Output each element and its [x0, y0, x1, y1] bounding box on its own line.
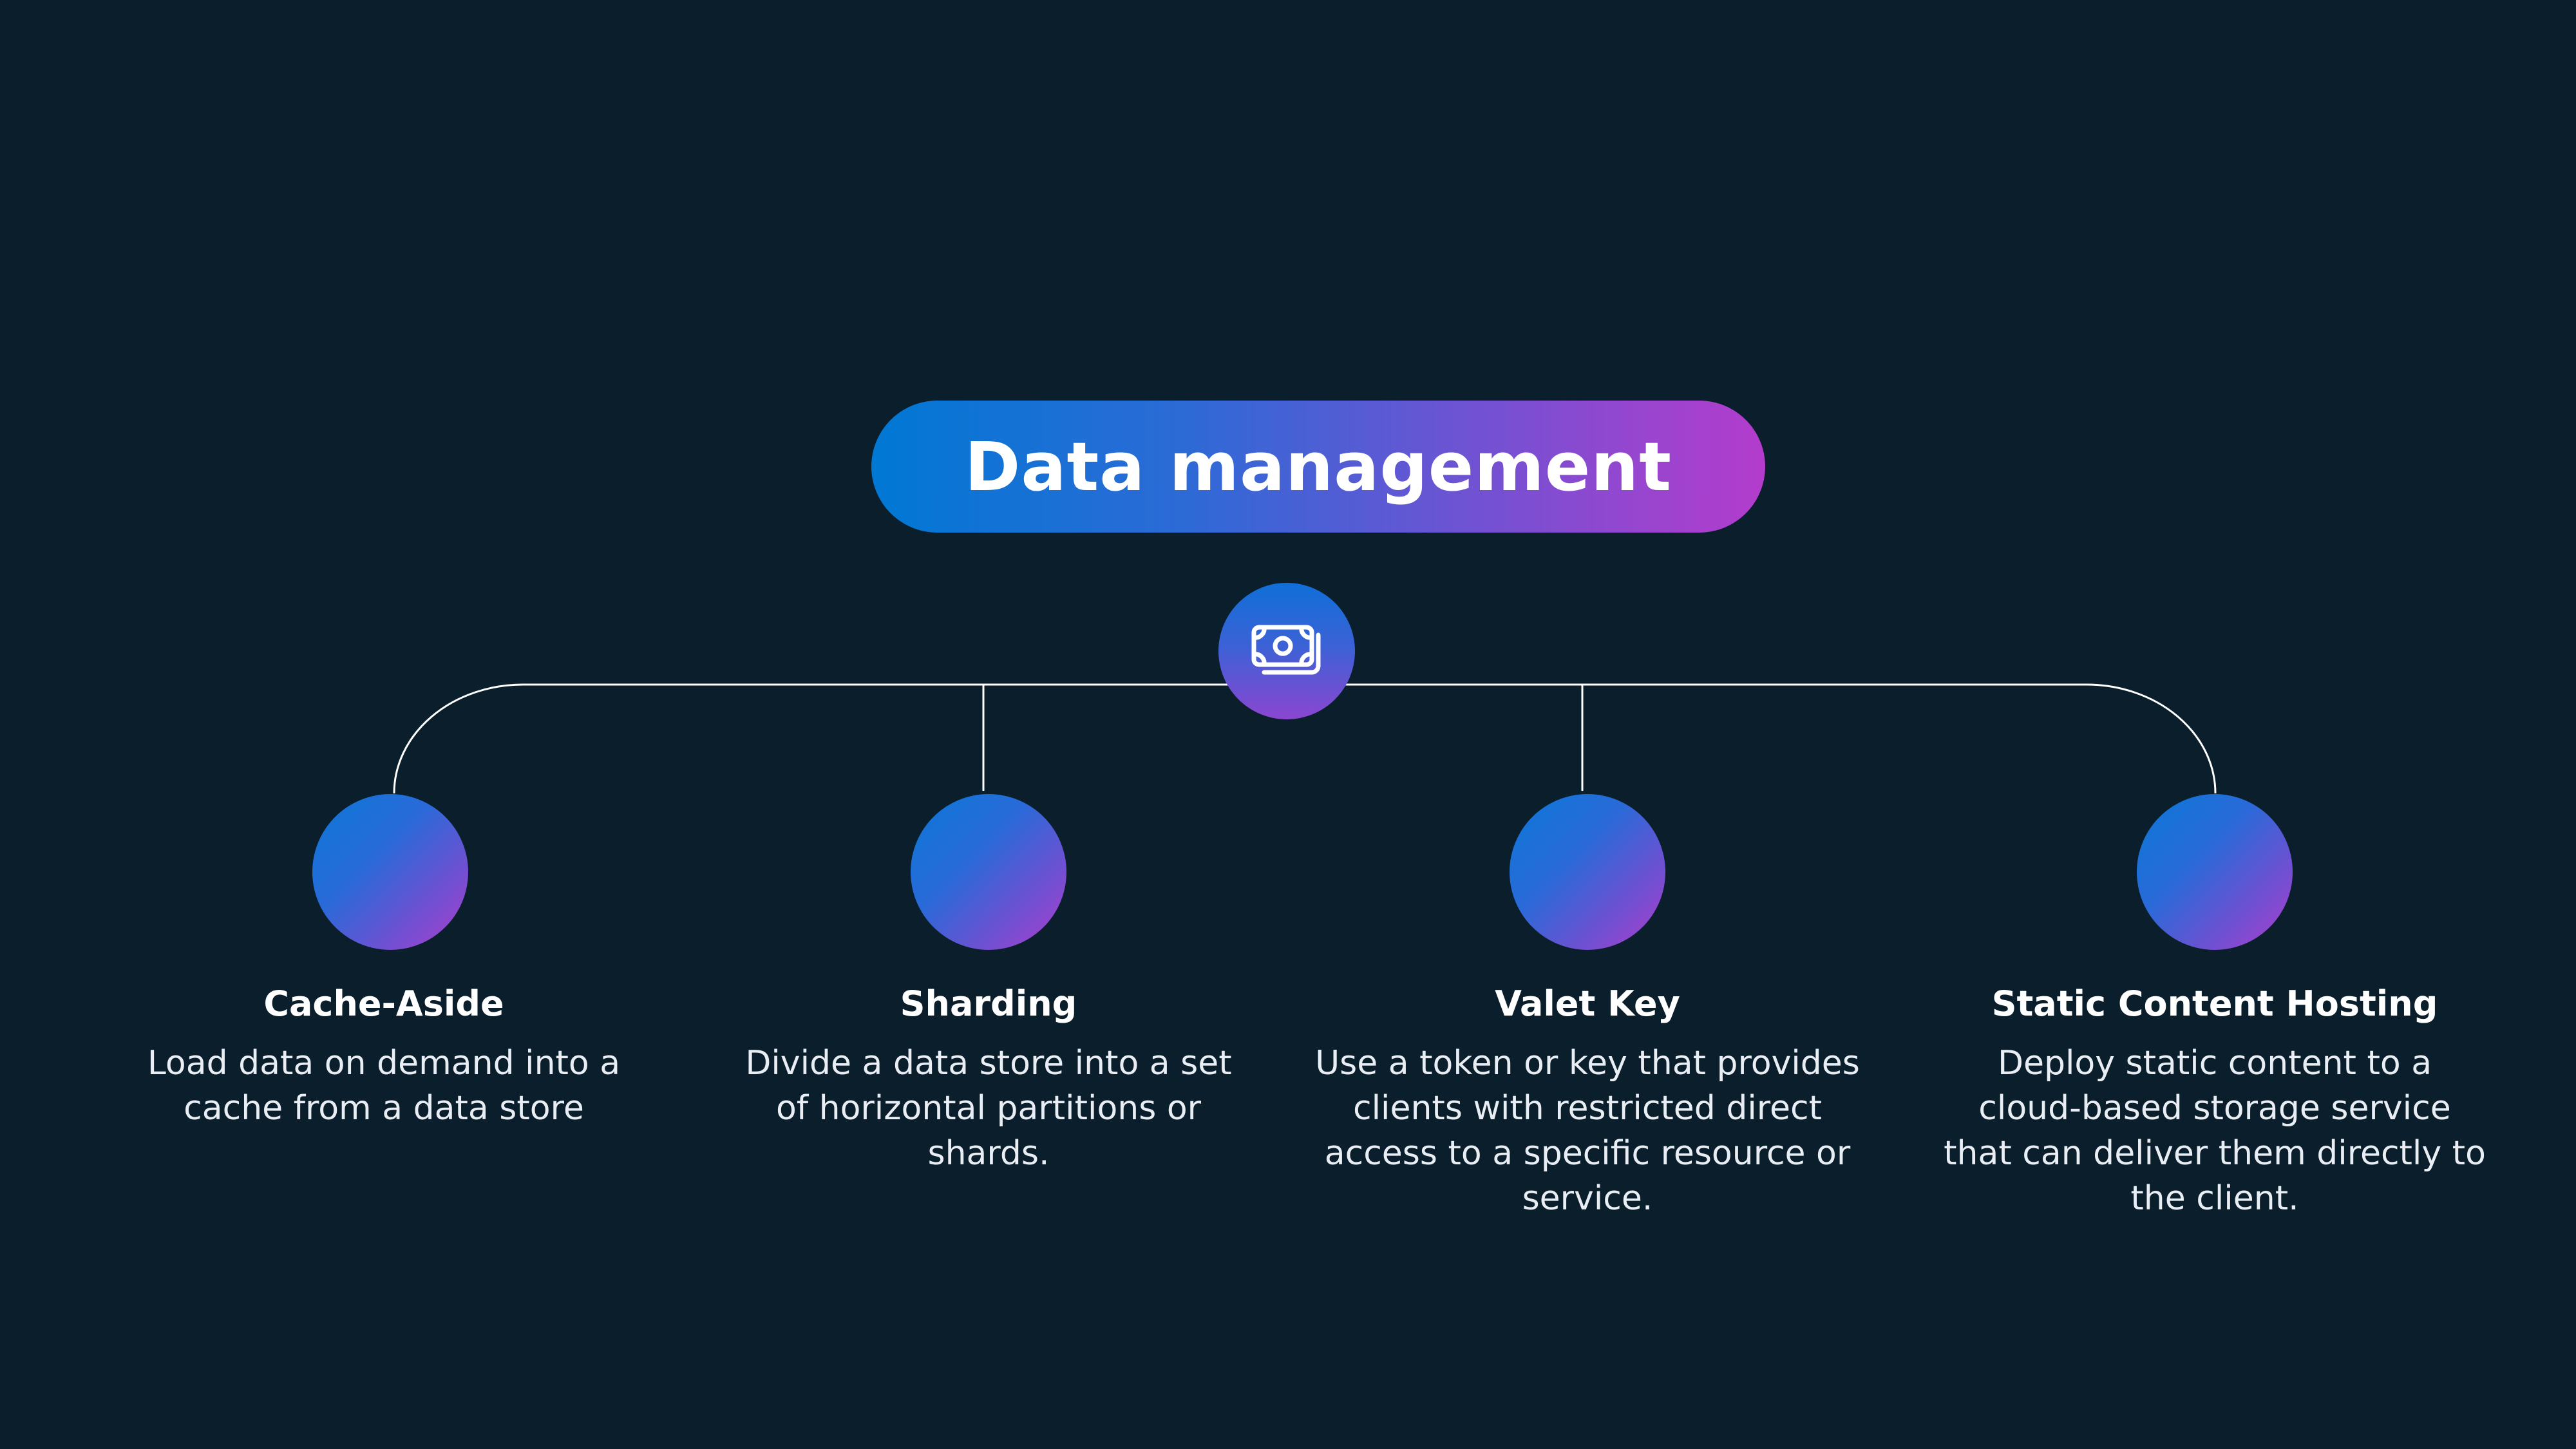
node-valet-key: [1510, 794, 1665, 950]
page-title: Data management: [964, 427, 1672, 506]
title-pill: Data management: [871, 401, 1765, 533]
item-description-sharding: Divide a data store into a set of horizo…: [745, 1044, 1232, 1173]
hub-circle: [1218, 583, 1355, 719]
node-cache-aside: [312, 794, 468, 950]
connector-right: [1287, 683, 2217, 794]
item-description-static-content-hosting: Deploy static content to a cloud-based s…: [1944, 1044, 2486, 1218]
item-title-sharding: Sharding: [900, 983, 1077, 1024]
item-title-valet-key: Valet Key: [1495, 983, 1680, 1024]
node-static-content-hosting: [2137, 794, 2293, 950]
item-description-cache-aside: Load data on demand into a cache from a …: [147, 1044, 621, 1128]
item-title-cache-aside: Cache-Aside: [263, 983, 504, 1024]
item-description-valet-key: Use a token or key that provides clients…: [1315, 1044, 1860, 1218]
money-bills-icon: [1245, 608, 1329, 695]
node-sharding: [911, 794, 1066, 950]
connector-left: [393, 683, 1287, 794]
item-title-static-content-hosting: Static Content Hosting: [1991, 983, 2438, 1024]
